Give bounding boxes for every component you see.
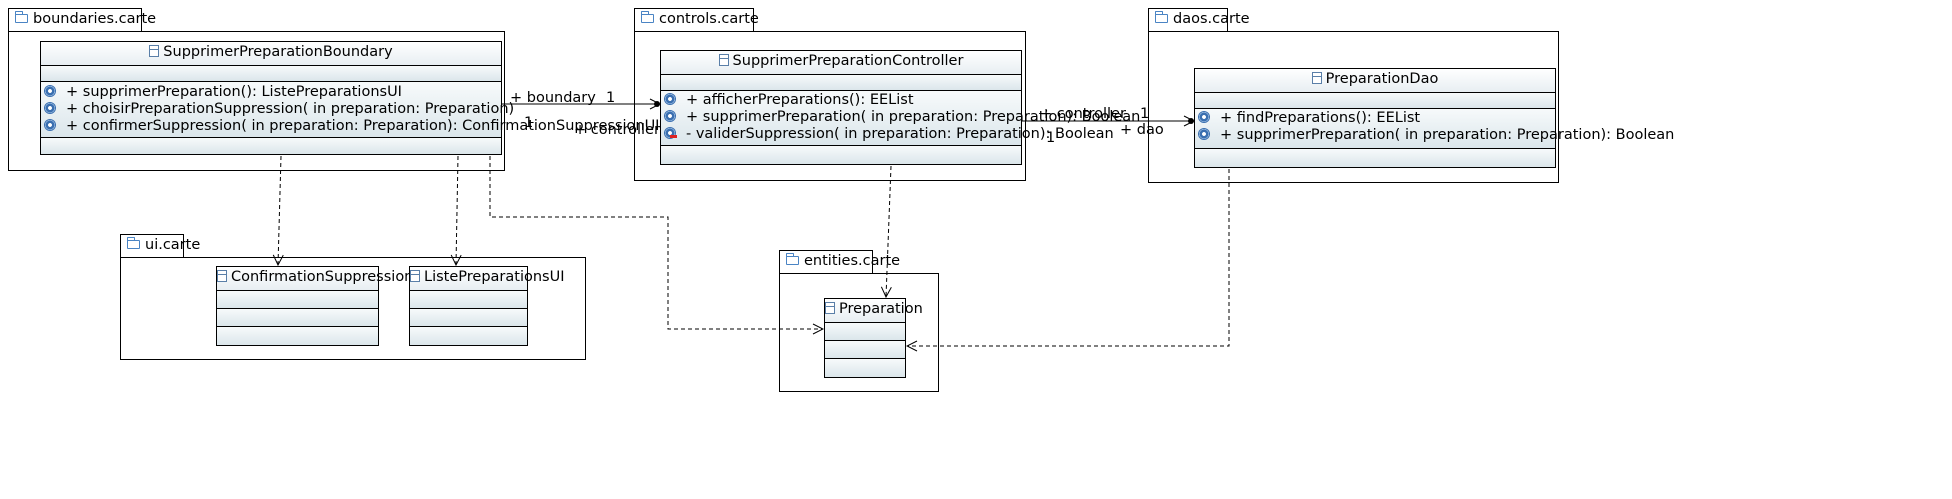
package-tab[interactable]: ui.carte xyxy=(120,234,200,258)
association-target-role: + controller xyxy=(574,122,660,138)
class-header: ConfirmationSuppressionUI xyxy=(217,267,428,291)
operations-compartment xyxy=(825,341,905,359)
association-boundary-controller[interactable] xyxy=(502,101,660,107)
attributes-compartment xyxy=(217,291,378,309)
class-icon xyxy=(825,302,835,314)
ownership-dot xyxy=(654,101,660,107)
class-name: SupprimerPreparationBoundary xyxy=(163,44,393,60)
package-name: boundaries.carte xyxy=(33,11,157,27)
package-name: entities.carte xyxy=(804,253,901,269)
class-name: PreparationDao xyxy=(1325,71,1439,87)
class-icon xyxy=(1311,72,1322,84)
operation-row[interactable]: + supprimerPreparation(): ListePreparati… xyxy=(41,83,501,101)
class-name: Preparation xyxy=(839,301,923,317)
attributes-compartment xyxy=(41,66,501,82)
dependency-boundary-liste-ui[interactable] xyxy=(456,155,458,265)
folder-icon xyxy=(786,253,799,265)
operation-row[interactable]: - validerSuppression( in preparation: Pr… xyxy=(661,126,1114,143)
class-preparation-dao[interactable]: PreparationDao + findPreparations(): EEL… xyxy=(1194,68,1674,168)
class-header: PreparationDao xyxy=(1195,69,1555,93)
class-name: ConfirmationSuppressionUI xyxy=(231,269,429,285)
association-source-role: + boundary xyxy=(510,90,596,106)
private-operation-icon xyxy=(665,128,677,138)
class-liste-preparations-ui[interactable]: ListePreparationsUI xyxy=(409,266,564,346)
class-name: SupprimerPreparationController xyxy=(732,53,964,69)
association-controller-dao[interactable] xyxy=(1022,118,1194,124)
class-header: Preparation xyxy=(825,299,923,323)
folder-icon xyxy=(1155,11,1168,23)
public-operation-icon xyxy=(1199,112,1209,122)
package-name: controls.carte xyxy=(659,11,759,27)
dependency-dao-preparation[interactable] xyxy=(907,169,1230,346)
public-operation-icon xyxy=(665,111,675,121)
class-header: ListePreparationsUI xyxy=(410,267,564,291)
operation-row[interactable]: + confirmerSuppression( in preparation: … xyxy=(41,118,659,135)
dependency-boundary-preparation[interactable] xyxy=(489,156,823,329)
class-icon xyxy=(718,54,729,66)
package-name: ui.carte xyxy=(145,237,201,253)
folder-icon xyxy=(641,11,654,23)
public-operation-icon xyxy=(45,86,55,96)
attributes-compartment xyxy=(410,291,527,309)
operations-compartment: + findPreparations(): EEList + supprimer… xyxy=(1195,109,1674,149)
class-confirmation-suppression-ui[interactable]: ConfirmationSuppressionUI xyxy=(216,266,428,346)
inner-classes-compartment xyxy=(217,327,378,345)
class-supprimer-preparation-controller[interactable]: SupprimerPreparationController + affiche… xyxy=(660,50,1140,165)
folder-icon xyxy=(15,11,28,23)
class-supprimer-preparation-boundary[interactable]: SupprimerPreparationBoundary + supprimer… xyxy=(40,41,659,155)
public-operation-icon xyxy=(45,120,55,130)
operations-compartment xyxy=(217,309,378,327)
inner-classes-compartment xyxy=(825,359,905,377)
inner-classes-compartment xyxy=(1195,149,1555,167)
attributes-compartment xyxy=(825,323,905,341)
dependency-boundary-confirmation-ui[interactable] xyxy=(278,155,281,265)
package-tab[interactable]: daos.carte xyxy=(1148,8,1250,32)
attributes-compartment xyxy=(661,75,1021,91)
association-source-multiplicity: 1 xyxy=(524,115,534,131)
association-source-multiplicity: 1 xyxy=(1046,130,1056,146)
package-tab[interactable]: boundaries.carte xyxy=(8,8,156,32)
operations-compartment xyxy=(410,309,527,327)
inner-classes-compartment xyxy=(410,327,527,345)
package-tab[interactable]: entities.carte xyxy=(779,250,900,274)
class-icon xyxy=(217,270,227,282)
attributes-compartment xyxy=(1195,93,1555,109)
package-tab[interactable]: controls.carte xyxy=(634,8,759,32)
operations-compartment: + supprimerPreparation(): ListePreparati… xyxy=(41,82,659,138)
operation-row[interactable]: + supprimerPreparation( in preparation: … xyxy=(1195,127,1674,144)
public-operation-icon xyxy=(45,103,55,113)
inner-classes-compartment xyxy=(41,138,501,154)
operations-compartment: + afficherPreparations(): EEList + suppr… xyxy=(661,91,1140,146)
dependency-controller-preparation[interactable] xyxy=(886,165,891,297)
class-icon xyxy=(149,45,160,57)
public-operation-icon xyxy=(665,94,675,104)
class-header: SupprimerPreparationBoundary xyxy=(41,42,501,66)
class-header: SupprimerPreparationController xyxy=(661,51,1021,75)
operation-row[interactable]: + afficherPreparations(): EEList xyxy=(661,92,1021,109)
inner-classes-compartment xyxy=(661,146,1021,164)
class-preparation[interactable]: Preparation xyxy=(824,298,923,378)
association-target-role: + dao xyxy=(1120,122,1164,138)
folder-icon xyxy=(127,237,140,249)
association-target-multiplicity: 1 xyxy=(1140,106,1150,122)
operation-row[interactable]: + choisirPreparationSuppression( in prep… xyxy=(41,101,514,118)
association-target-multiplicity: 1 xyxy=(606,90,616,106)
class-icon xyxy=(410,270,420,282)
association-source-role: + controller xyxy=(1040,106,1126,122)
public-operation-icon xyxy=(1199,129,1209,139)
class-name: ListePreparationsUI xyxy=(424,269,565,285)
operation-row[interactable]: + findPreparations(): EEList xyxy=(1195,110,1555,127)
ownership-dot xyxy=(1188,118,1194,124)
package-name: daos.carte xyxy=(1173,11,1250,27)
